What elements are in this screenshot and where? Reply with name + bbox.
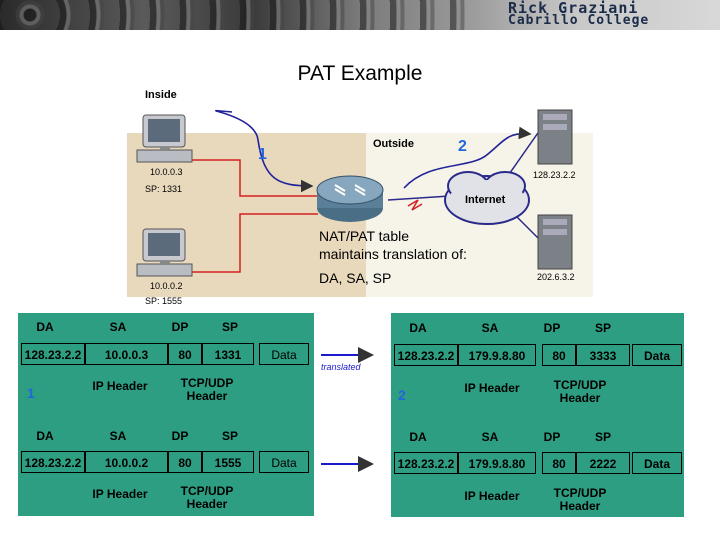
right-top-dp-header: DP (543, 321, 561, 335)
left-bottom-da: 128.23.2.2 (21, 451, 85, 473)
left-top-sa: 10.0.0.3 (85, 343, 168, 365)
right-top-sa-header: SA (481, 321, 499, 335)
left-top-dp: 80 (168, 343, 202, 365)
left-table-marker: 1 (27, 385, 35, 401)
right-bottom-sa-header: SA (481, 430, 499, 444)
right-top-sa: 179.9.8.80 (458, 344, 536, 366)
left-top-data: Data (259, 343, 309, 365)
right-bottom-data: Data (632, 452, 682, 474)
right-top-ip-header: IP Header (464, 381, 520, 395)
header-banner (0, 0, 720, 30)
arrow-2-label: 2 (458, 138, 467, 155)
arrow-1-label: 1 (258, 146, 267, 163)
banner-graphic (0, 0, 480, 30)
right-bottom-tcp-header-line1: TCP/UDP (553, 486, 607, 500)
translated-label: translated (321, 362, 361, 372)
left-bottom-da-header: DA (36, 429, 54, 443)
left-top-ip-header: IP Header (92, 379, 148, 393)
left-bottom-tcp-header-line2: Header (186, 497, 228, 511)
left-bottom-ip-header: IP Header (92, 487, 148, 501)
nat-note-line2: maintains translation of: (319, 246, 467, 262)
right-top-sp: 3333 (576, 344, 630, 366)
right-top-tcp-header: TCP/UDP Header (543, 379, 617, 405)
server2-icon (537, 214, 573, 270)
host1-computer-icon (136, 114, 193, 163)
right-bottom-dp: 80 (542, 452, 576, 474)
server1-ip: 128.23.2.2 (533, 170, 576, 180)
router-to-internet-link (387, 195, 451, 201)
right-bottom-sa: 179.9.8.80 (458, 452, 536, 474)
left-bottom-tcp-header-line1: TCP/UDP (180, 484, 234, 498)
left-bottom-sa-header: SA (109, 429, 127, 443)
right-top-sp-header: SP (594, 321, 611, 335)
left-bottom-dp-header: DP (171, 429, 189, 443)
left-bottom-data: Data (259, 451, 309, 473)
left-top-da: 128.23.2.2 (21, 343, 85, 365)
host1-source-port: SP: 1331 (145, 184, 183, 194)
right-table-marker: 2 (398, 387, 406, 403)
serial-zigzag (407, 199, 423, 211)
left-top-da-header: DA (36, 320, 54, 334)
server1-icon (537, 109, 573, 165)
right-top-da: 128.23.2.2 (394, 344, 458, 366)
right-bottom-sp-header: SP (594, 430, 611, 444)
banner-author: Rick Graziani (508, 0, 639, 17)
left-top-tcp-header: TCP/UDP Header (170, 377, 244, 403)
left-top-tcp-header-line1: TCP/UDP (180, 376, 234, 390)
left-top-sp-header: SP (221, 320, 238, 334)
right-bottom-tcp-header-line2: Header (559, 499, 601, 513)
slide-title: PAT Example (297, 62, 423, 85)
host1-ip: 10.0.0.3 (150, 167, 183, 177)
internet-label: Internet (465, 194, 506, 206)
host2-computer-icon (136, 228, 193, 277)
arrow-1 (215, 109, 314, 193)
nat-note-line1: NAT/PAT table (319, 228, 409, 244)
right-bottom-da-header: DA (409, 430, 427, 444)
left-bottom-sp-header: SP (221, 429, 238, 443)
left-top-tcp-header-line2: Header (186, 389, 228, 403)
nat-note-line3: DA, SA, SP (319, 270, 392, 286)
right-bottom-da: 128.23.2.2 (394, 452, 458, 474)
left-bottom-sp: 1555 (202, 451, 254, 473)
right-top-tcp-header-line1: TCP/UDP (553, 378, 607, 392)
right-top-dp: 80 (542, 344, 576, 366)
right-bottom-tcp-header: TCP/UDP Header (543, 487, 617, 513)
left-bottom-sa: 10.0.0.2 (85, 451, 168, 473)
inside-label: Inside (145, 89, 177, 101)
right-bottom-sp: 2222 (576, 452, 630, 474)
right-top-tcp-header-line2: Header (559, 391, 601, 405)
inside-link-host1 (186, 159, 318, 197)
nat-note: NAT/PAT table maintains translation of: … (319, 227, 467, 287)
arrow-2 (403, 126, 532, 189)
server2-ip: 202.6.3.2 (537, 272, 575, 282)
left-top-sp: 1331 (202, 343, 254, 365)
left-top-dp-header: DP (171, 320, 189, 334)
inside-link-host2 (186, 213, 318, 273)
host2-source-port: SP: 1555 (145, 296, 183, 306)
router-icon (316, 175, 384, 222)
host2-ip: 10.0.0.2 (150, 281, 183, 291)
left-top-sa-header: SA (109, 320, 127, 334)
left-bottom-dp: 80 (168, 451, 202, 473)
outside-label: Outside (373, 138, 414, 150)
banner-college: Cabrillo College (508, 13, 650, 28)
right-bottom-dp-header: DP (543, 430, 561, 444)
right-top-data: Data (632, 344, 682, 366)
right-top-da-header: DA (409, 321, 427, 335)
left-bottom-tcp-header: TCP/UDP Header (170, 485, 244, 511)
internet-cloud-icon (444, 171, 530, 225)
right-bottom-ip-header: IP Header (464, 489, 520, 503)
